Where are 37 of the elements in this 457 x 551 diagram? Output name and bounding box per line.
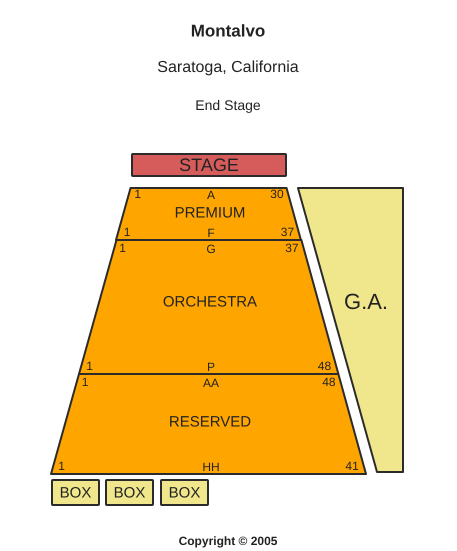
location-text: Saratoga, California [157,60,299,76]
section-label: BOX [60,485,92,500]
section-label: PREMIUM [174,206,246,220]
box-seating-section [51,479,100,506]
seat-number: 1 [86,360,93,372]
stage-label: STAGE [179,156,239,174]
stage-type-note: End Stage [195,98,261,112]
seat-number: 48 [318,360,332,372]
seating-section [50,373,367,475]
seat-number: 48 [322,376,336,388]
general-admission-section [297,187,404,473]
row-letter: HH [202,461,220,473]
section-label: BOX [114,485,146,500]
seat-number: 37 [280,226,294,238]
section-label: RESERVED [168,414,252,430]
seat-number: 37 [285,242,299,254]
seat-number: 1 [124,226,130,238]
row-letter: F [207,227,215,239]
seat-number: 1 [134,188,141,200]
seat-number: 1 [119,242,126,254]
venue-title: Montalvo [190,22,266,40]
seat-number: 41 [345,460,359,472]
box-seating-section [160,479,209,506]
section-label: BOX [168,485,200,500]
section-label: G.A. [344,291,388,313]
row-letter: AA [203,377,219,389]
seat-number: 1 [82,376,88,388]
row-letter: G [206,243,216,255]
stage-area [131,153,287,177]
row-letter: A [206,189,215,201]
box-seating-section [105,479,154,506]
seat-number: 1 [58,460,65,472]
row-letter: P [206,361,215,373]
copyright-notice: Copyright © 2005 [178,535,278,547]
seating-section [115,187,302,241]
seat-number: 30 [270,188,284,200]
section-label: ORCHESTRA [162,294,258,310]
